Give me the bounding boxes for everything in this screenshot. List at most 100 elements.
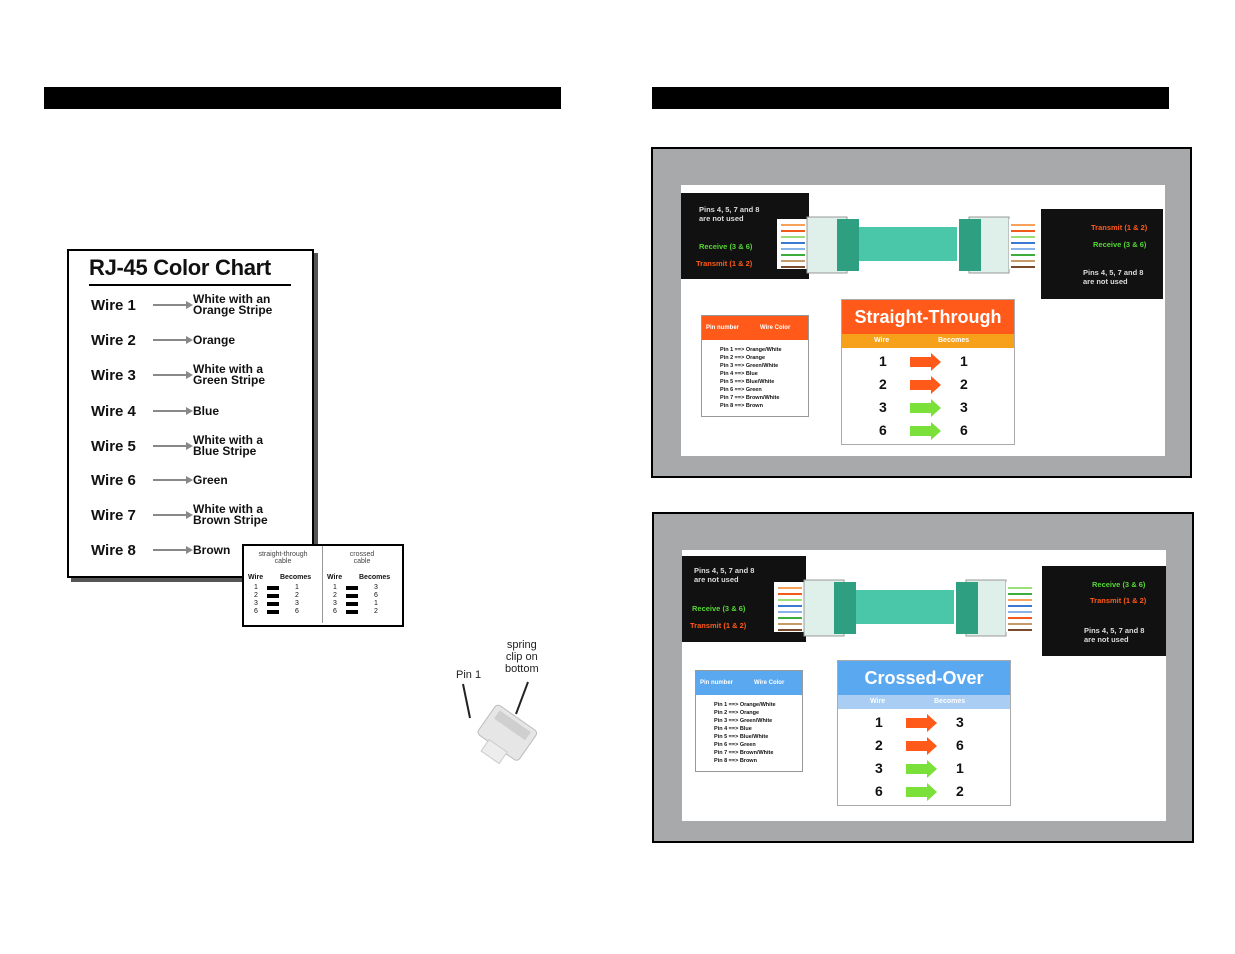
rj45-chart-title: RJ-45 Color Chart (89, 255, 271, 280)
crossed-over-panel: Pins 4, 5, 7 and 8 are not used Receive … (652, 512, 1194, 843)
arrow-icon (153, 407, 193, 415)
wire-number: 1 (333, 584, 337, 591)
wire-label: Wire 5 (91, 438, 136, 455)
becomes-number: 6 (374, 592, 378, 599)
wire-color-label: Orange (193, 333, 236, 347)
pin-list-item: Pin 6 ==> Green (720, 387, 762, 393)
wire-number: 6 (333, 608, 337, 615)
bars-icon (267, 594, 279, 598)
pin-color-table: Pin number Wire Color Pin 1 ==> Orange/W… (695, 670, 803, 772)
wire-label: Wire 1 (91, 297, 136, 314)
wire-color-label: Blue (193, 404, 220, 418)
becomes-number: 2 (374, 608, 378, 615)
becomes-number: 3 (960, 399, 968, 415)
wire-label: Wire 4 (91, 403, 136, 420)
wire-label: Wire 3 (91, 367, 136, 384)
wire-number: 2 (879, 376, 887, 392)
wire-label: Wire 2 (91, 332, 136, 349)
wire-row: Wire 6 Green (91, 466, 301, 496)
wire-row: Wire 5 White with a Blue Stripe (91, 432, 301, 462)
pin-list-item: Pin 7 ==> Brown/White (720, 395, 780, 401)
rj45-color-chart: RJ-45 Color Chart Wire 1 White with an Or… (67, 249, 314, 578)
becomes-number: 6 (295, 608, 299, 615)
pin-list-item: Pin 2 ==> Orange (720, 355, 766, 361)
header-wire: Wire (327, 574, 343, 581)
wire-row: Wire 4 Blue (91, 397, 301, 427)
wire-label: Wire 7 (91, 507, 136, 524)
pin-list-item: Pin 6 ==> Green (714, 742, 756, 748)
arrow-icon (153, 476, 193, 484)
wire-color-label: Green (193, 473, 228, 487)
bars-icon (346, 602, 358, 606)
pin-color-table: Pin number Wire Color Pin 1 ==> Orange/W… (701, 315, 809, 417)
wire-row: Wire 7 White with a Brown Stripe (91, 501, 301, 531)
becomes-number: 1 (295, 584, 299, 591)
wire-number: 3 (875, 760, 883, 776)
wire-color-label: White with a Blue Stripe (193, 433, 263, 458)
header-becomes: Becomes (359, 574, 391, 581)
becomes-number: 1 (960, 353, 968, 369)
right-cable-end: Receive (3 & 6) Transmit (1 & 2) Pins 4,… (1042, 566, 1166, 656)
spring-clip-label: spring clip on bottom (505, 639, 539, 675)
wire-number: 6 (879, 422, 887, 438)
wire-color-label: White with an Orange Stripe (193, 292, 273, 317)
becomes-number: 1 (956, 760, 964, 776)
becomes-number: 6 (960, 422, 968, 438)
arrow-icon (910, 399, 941, 417)
pin-list-item: Pin 2 ==> Orange (714, 710, 760, 716)
wire-number: 6 (254, 608, 258, 615)
rj45-plug-illustration: Pin 1 spring clip on bottom (450, 636, 560, 771)
pin-list-item: Pin 4 ==> Blue (720, 371, 758, 377)
bars-icon (267, 602, 279, 606)
arrow-icon (153, 546, 193, 554)
becomes-number: 2 (956, 783, 964, 799)
pin-table-header: Pin number Wire Color (702, 316, 808, 340)
wire-number: 6 (875, 783, 883, 799)
pin-list-item: Pin 4 ==> Blue (714, 726, 752, 732)
wire-number: 2 (254, 592, 258, 599)
pin-list-item: Pin 5 ==> Blue/White (714, 734, 769, 740)
becomes-number: 2 (960, 376, 968, 392)
cable-connector-icon (774, 579, 1036, 637)
becomes-number: 2 (295, 592, 299, 599)
bars-icon (346, 594, 358, 598)
right-cable-end: Transmit (1 & 2) Receive (3 & 6) Pins 4,… (1041, 209, 1163, 299)
wire-label: Wire 6 (91, 472, 136, 489)
arrow-icon (910, 353, 941, 371)
straight-through-diagram: Pins 4, 5, 7 and 8 are not used Receive … (681, 185, 1165, 456)
header-bar-right (652, 87, 1169, 109)
wire-number: 1 (875, 714, 883, 730)
wire-color-label: White with a Brown Stripe (193, 502, 268, 527)
title-underline (89, 284, 291, 286)
arrow-icon (153, 301, 193, 309)
wire-number: 3 (879, 399, 887, 415)
bars-icon (267, 586, 279, 590)
straight-through-panel: Pins 4, 5, 7 and 8 are not used Receive … (651, 147, 1192, 478)
plug-icon (462, 681, 538, 765)
pin1-label: Pin 1 (456, 669, 482, 681)
pin-list-item: Pin 1 ==> Orange/White (714, 702, 776, 708)
wire-label: Wire 8 (91, 542, 136, 559)
pin-list-item: Pin 5 ==> Blue/White (720, 379, 775, 385)
wire-row: Wire 2 Orange (91, 326, 301, 356)
bars-icon (346, 586, 358, 590)
becomes-number: 3 (295, 600, 299, 607)
crossed-title: crossed cable (349, 551, 375, 565)
pin-list-item: Pin 8 ==> Brown (714, 758, 757, 764)
